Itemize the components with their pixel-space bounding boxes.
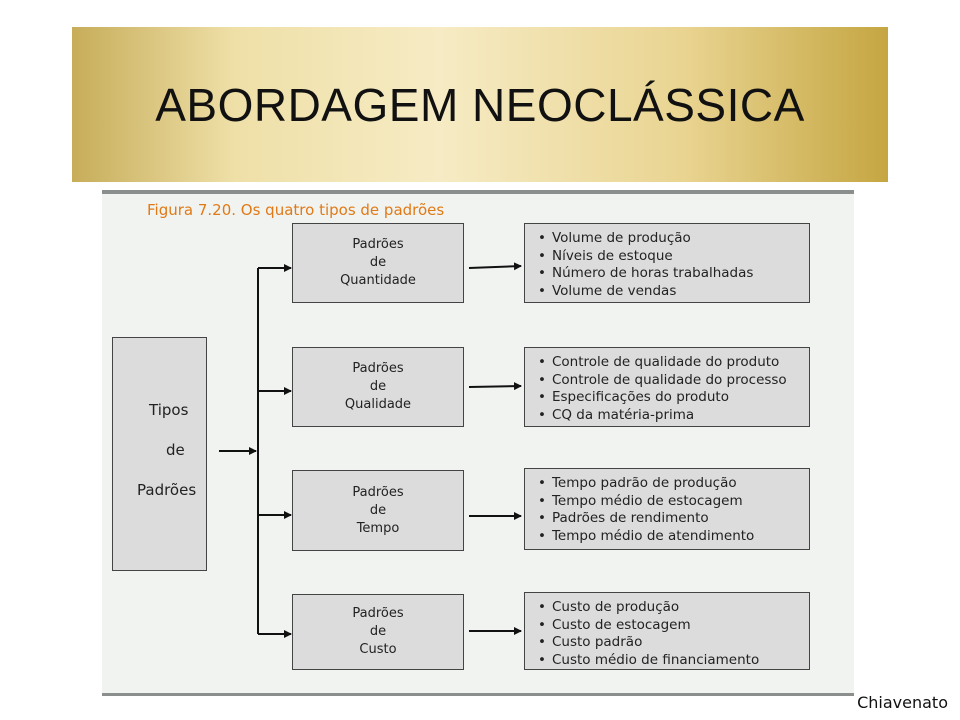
node-padroes-qualidade: Padrões de Qualidade	[292, 347, 464, 427]
list-item: Custo padrão	[538, 634, 809, 652]
detail-arrow-1	[468, 382, 522, 391]
node-label: Padrões	[352, 484, 404, 500]
node-label: de	[369, 255, 387, 270]
root-node-tipos-de-padroes: Tipos de Padrões	[112, 337, 207, 571]
node-label: Qualidade	[344, 397, 412, 412]
list-item: Custo médio de financiamento	[538, 652, 809, 670]
node-label: Padrões	[352, 606, 404, 621]
detail-list-tempo: Tempo padrão de produção Tempo médio de …	[524, 468, 810, 550]
list-item: Especificações do produto	[538, 389, 809, 407]
title-band: ABORDAGEM NEOCLÁSSICA	[72, 27, 888, 182]
list-item: Tempo médio de atendimento	[538, 528, 809, 546]
slide-title: ABORDAGEM NEOCLÁSSICA	[155, 78, 805, 131]
list-item: CQ da matéria-prima	[538, 407, 809, 425]
list-item: Níveis de estoque	[538, 248, 809, 266]
node-label: Padrões	[352, 237, 404, 252]
list-item: Custo de estocagem	[538, 617, 809, 635]
list-item: Custo de produção	[538, 599, 809, 617]
list-item: Número de horas trabalhadas	[538, 265, 809, 283]
author-credit: Chiavenato	[857, 693, 948, 712]
node-label: Tempo	[356, 520, 400, 536]
detail-arrow-0	[468, 262, 522, 271]
node-padroes-quantidade: Padrões de Quantidade	[292, 223, 464, 303]
detail-list-qualidade: Controle de qualidade do produto Control…	[524, 347, 810, 427]
figure-caption: Figura 7.20. Os quatro tipos de padrões	[147, 201, 445, 219]
detail-list-quantidade: Volume de produção Níveis de estoque Núm…	[524, 223, 810, 303]
root-label-line-2: de	[166, 441, 185, 459]
node-padroes-custo: Padrões de Custo	[292, 594, 464, 670]
list-item: Volume de produção	[538, 230, 809, 248]
node-label: Padrões	[352, 361, 404, 376]
node-label: Custo	[359, 642, 397, 657]
detail-list-custo: Custo de produção Custo de estocagem Cus…	[524, 592, 810, 670]
node-label: Quantidade	[340, 273, 416, 288]
list-item: Padrões de rendimento	[538, 510, 809, 528]
node-label: de	[369, 379, 387, 394]
list-item: Controle de qualidade do produto	[538, 354, 809, 372]
list-item: Controle de qualidade do processo	[538, 372, 809, 390]
node-padroes-tempo: Padrões de Tempo	[292, 470, 464, 551]
list-item: Tempo médio de estocagem	[538, 493, 809, 511]
root-label-line-1: Tipos	[149, 401, 189, 419]
node-label: de	[369, 624, 387, 639]
list-item: Volume de vendas	[538, 283, 809, 301]
node-label: de	[369, 502, 387, 518]
root-label-line-3: Padrões	[137, 481, 197, 499]
list-item: Tempo padrão de produção	[538, 475, 809, 493]
